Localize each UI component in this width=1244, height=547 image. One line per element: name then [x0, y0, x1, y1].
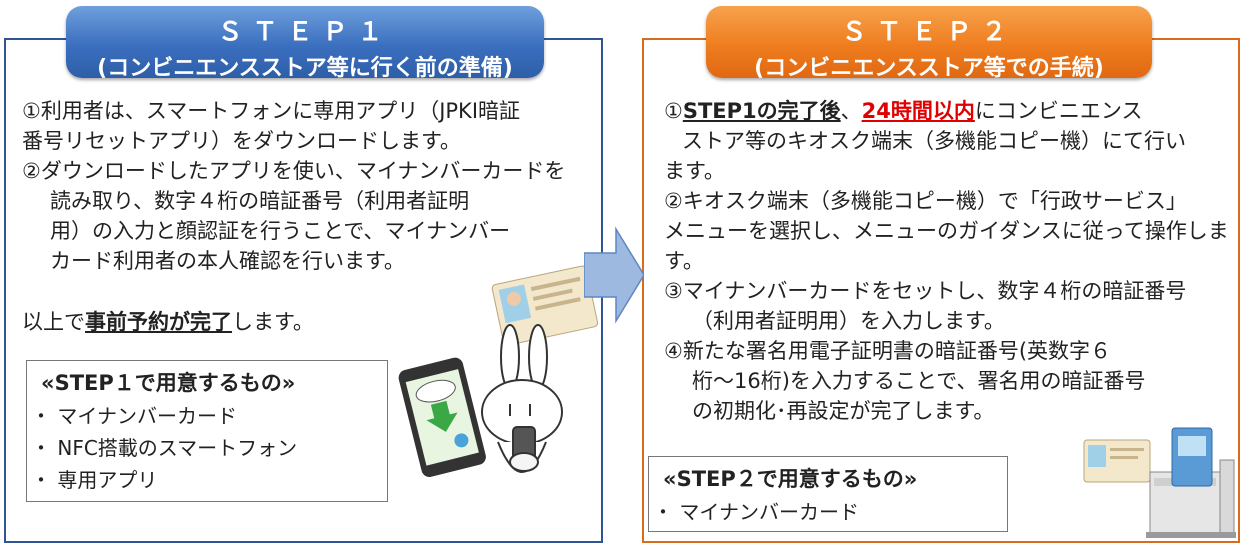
step2-item1-number: ① — [664, 99, 683, 123]
step1-item-2: ②ダウンロードしたアプリを使い、マイナンバーカードを 読み取り、数字４桁の暗証番… — [22, 156, 582, 276]
step1-item2-line4: カード利用者の本人確認を行います。 — [50, 249, 405, 273]
step1-item2-line2: 読み取り、数字４桁の暗証番号（利用者証明 — [50, 189, 470, 213]
requirement-item: ・ NFC搭載のスマートフォン — [31, 436, 298, 460]
step2-item2-line1: ②キオスク端末（多機能コピー機）で「行政サービス」 — [664, 189, 1187, 213]
mynumber-card-icon — [1083, 439, 1151, 483]
step2-item1-rest: にコンビニエンス — [974, 99, 1143, 123]
step2-item2-line3: す。 — [664, 249, 704, 273]
step1-item1-line1: ①利用者は、スマートフォンに専用アプリ（JPKI暗証 — [22, 99, 521, 123]
smartphone-mascot-illustration — [398, 265, 598, 477]
step2-item1-line2: ストア等のキオスク端末（多機能コピー機）にて行い — [682, 129, 1186, 153]
step2-item3-line2: （利用者証明用）を入力します。 — [692, 309, 1005, 333]
step1-subtitle: (コンビニエンスストア等に行く前の準備) — [97, 56, 513, 81]
step2-requirements-title: «STEP２で用意するもの» — [663, 467, 918, 491]
step2-item-3: ③マイナンバーカードをセットし、数字４桁の暗証番号 （利用者証明用）を入力します… — [664, 276, 1234, 336]
complete-prefix: 以上で — [22, 310, 85, 334]
rabbit-mascot-icon — [481, 324, 563, 473]
step1-done-emphasis: STEP1の完了後 — [682, 99, 841, 123]
time-limit-emphasis: 24時間以内 — [861, 99, 975, 123]
step2-item1-comma: 、 — [840, 99, 862, 123]
next-step-arrow-icon — [584, 226, 644, 324]
complete-emphasis: 事前予約が完了 — [85, 310, 232, 334]
kiosk-terminal-illustration — [1083, 427, 1236, 538]
step1-item2-line3: 用）の入力と顔認証を行うことで、マイナンバー — [50, 219, 511, 243]
step1-item2-line1: ②ダウンロードしたアプリを使い、マイナンバーカードを — [22, 159, 566, 183]
step2-item4-line3: の初期化･再設定が完了します。 — [692, 399, 995, 423]
step2-item4-line2: 桁～16桁)を入力することで、署名用の暗証番号 — [692, 369, 1146, 393]
step2-item2-line2: メニューを選択し、メニューのガイダンスに従って操作しま — [664, 219, 1229, 243]
step2-instructions: ①STEP1の完了後、24時間以内にコンビニエンス ストア等のキオスク端末（多機… — [664, 96, 1234, 426]
requirement-item: ・ マイナンバーカード — [653, 500, 859, 524]
complete-suffix: します。 — [232, 310, 314, 334]
step2-item4-line1: ④新たな署名用電子証明書の暗証番号(英数字６ — [664, 339, 1112, 363]
requirement-item: ・ 専用アプリ — [31, 468, 158, 492]
step1-requirements-box: «STEP１で用意するもの» ・ マイナンバーカード ・ NFC搭載のスマートフ… — [26, 360, 388, 502]
step1-item-1: ①利用者は、スマートフォンに専用アプリ（JPKI暗証 番号リセットアプリ）をダウ… — [22, 96, 582, 156]
requirement-item: ・ マイナンバーカード — [31, 404, 237, 428]
step1-header: ＳＴＥＰ１ (コンビニエンスストア等に行く前の準備) — [66, 6, 544, 81]
step2-requirements-box: «STEP２で用意するもの» ・ マイナンバーカード — [648, 456, 1008, 532]
step2-item-1: ①STEP1の完了後、24時間以内にコンビニエンス ストア等のキオスク端末（多機… — [664, 96, 1234, 186]
step2-item-2: ②キオスク端末（多機能コピー機）で「行政サービス」 メニューを選択し、メニューの… — [664, 186, 1234, 276]
step2-header: ＳＴＥＰ２ (コンビニエンスストア等での手続) — [706, 6, 1152, 81]
step1-requirements-title: «STEP１で用意するもの» — [41, 371, 296, 395]
step1-title: ＳＴＥＰ１ — [217, 17, 393, 46]
step1-item1-line2: 番号リセットアプリ）をダウンロードします。 — [22, 129, 461, 153]
step2-title: ＳＴＥＰ２ — [841, 17, 1017, 46]
step2-item1-line3: ます。 — [664, 159, 725, 183]
step2-item-4: ④新たな署名用電子証明書の暗証番号(英数字６ 桁～16桁)を入力することで、署名… — [664, 336, 1234, 426]
step2-item3-line1: ③マイナンバーカードをセットし、数字４桁の暗証番号 — [664, 279, 1187, 303]
kiosk-machine-icon — [1146, 427, 1236, 538]
step2-subtitle: (コンビニエンスストア等での手続) — [754, 56, 1104, 81]
smartphone-icon — [398, 357, 486, 477]
step1-instructions: ①利用者は、スマートフォンに専用アプリ（JPKI暗証 番号リセットアプリ）をダウ… — [22, 96, 582, 276]
reservation-complete-text: 以上で事前予約が完了します。 — [22, 306, 314, 336]
